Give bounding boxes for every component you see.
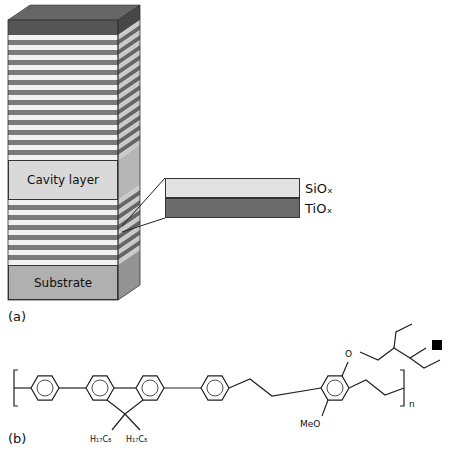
layer [8,145,118,150]
bond [342,362,348,376]
front-outline [8,20,118,300]
bond [112,414,125,430]
repeat-label: n [409,400,415,409]
bond [59,387,86,388]
bond [360,348,426,360]
layer [8,210,118,215]
layer [8,265,118,300]
bond [125,414,140,430]
layer [8,245,118,250]
layer [8,50,118,55]
layer [8,235,118,240]
layer [8,45,118,50]
bond [394,324,412,348]
aromatic-circle [327,380,343,396]
zoom-line [122,178,165,226]
multilayer-block [8,5,140,300]
aromatic-circle [37,380,53,396]
layer [8,95,118,100]
bond [229,379,321,396]
layer [8,255,118,260]
layer [8,75,118,80]
aromatic-circle [142,380,158,396]
layer [8,115,118,120]
panel-label: (a) [8,310,26,323]
layer [8,70,118,75]
layer [8,60,118,65]
layer [8,105,118,110]
panel-label: (b) [8,432,26,445]
bond [14,387,31,388]
layer [8,125,118,130]
bond [400,370,404,406]
substituent-label: H₁₇C₈ [90,436,111,444]
bond [349,380,404,395]
layer [8,90,118,95]
bond [114,387,136,388]
benzene-ring [86,376,114,400]
cavity-band: Cavity layer [8,160,118,200]
aromatic-circle [207,380,223,396]
benzene-ring [201,376,229,400]
benzene-ring [31,376,59,400]
band-label: Substrate [34,276,92,290]
layer [8,200,118,205]
layer [8,120,118,125]
marker-square [432,340,442,350]
benzene-ring [321,376,349,400]
layer [8,215,118,220]
aromatic-circle [92,380,108,396]
bond [410,358,440,368]
layer [8,80,118,85]
bond [107,400,143,414]
zoom-line [122,218,165,232]
benzene-ring [136,376,164,400]
substrate-band: Substrate [8,265,118,300]
sio-layer: SiOₓ [165,178,300,198]
layer [8,150,118,155]
top-face [8,5,140,20]
layer [8,55,118,60]
layer [8,130,118,135]
substituent-label: H₁₇C₈ [126,436,147,444]
polymer-structure [14,324,440,430]
bond [322,400,328,416]
substituent-label: MeO [300,420,320,429]
layer [8,85,118,90]
layer [8,100,118,105]
layer [8,230,118,235]
side-outline [118,5,140,300]
layer [8,240,118,245]
band-label: Cavity layer [27,173,99,187]
layer [8,135,118,140]
layer [8,140,118,145]
layer [8,20,118,35]
layer [8,65,118,70]
layer [8,225,118,230]
layer-label: SiOₓ [305,181,333,196]
layer-label: TiOₓ [305,201,332,216]
atom-label: O [345,350,352,359]
tio-layer: TiOₓ [165,198,300,218]
layer [8,205,118,210]
layer [8,220,118,225]
layer [8,110,118,115]
layer [8,160,118,200]
layer [8,40,118,45]
bond [164,387,201,388]
layer [8,35,118,40]
layer [8,250,118,255]
